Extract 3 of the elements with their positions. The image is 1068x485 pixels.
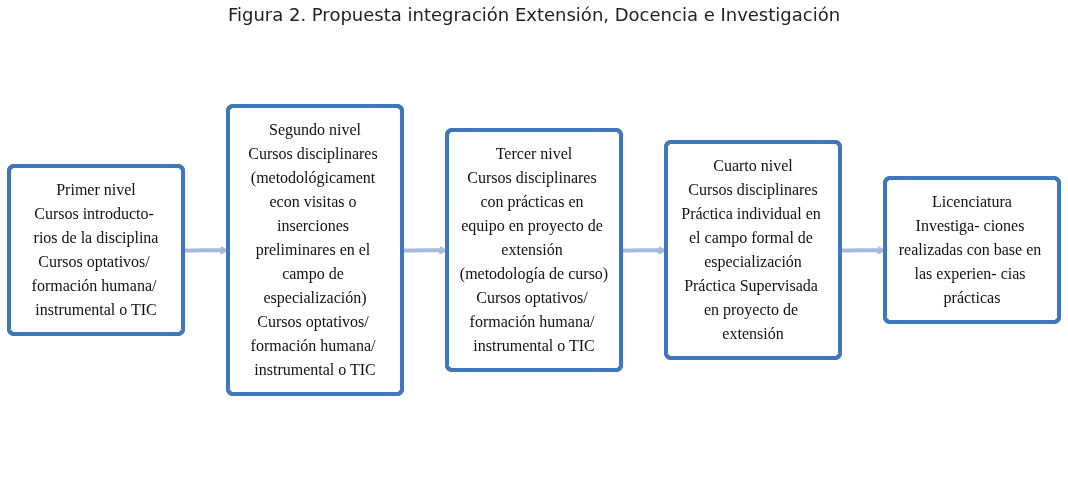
node-text: Segundo nivel Cursos disciplinares (metodológicament econ visitas o inserciones preliminares en el campo de especialización) Cursos optativos/ formación humana/ instrumental o TIC [248,120,378,378]
node-text: Tercer nivel Cursos disciplinares con prácticas en equipo en proyecto de extensión (metodología de curso) Cursos optativos/ formación humana/ instrumental o TIC [459,144,609,354]
figure-title: Figura 2. Propuesta integración Extensión, Docencia e Investigación [226,4,842,25]
